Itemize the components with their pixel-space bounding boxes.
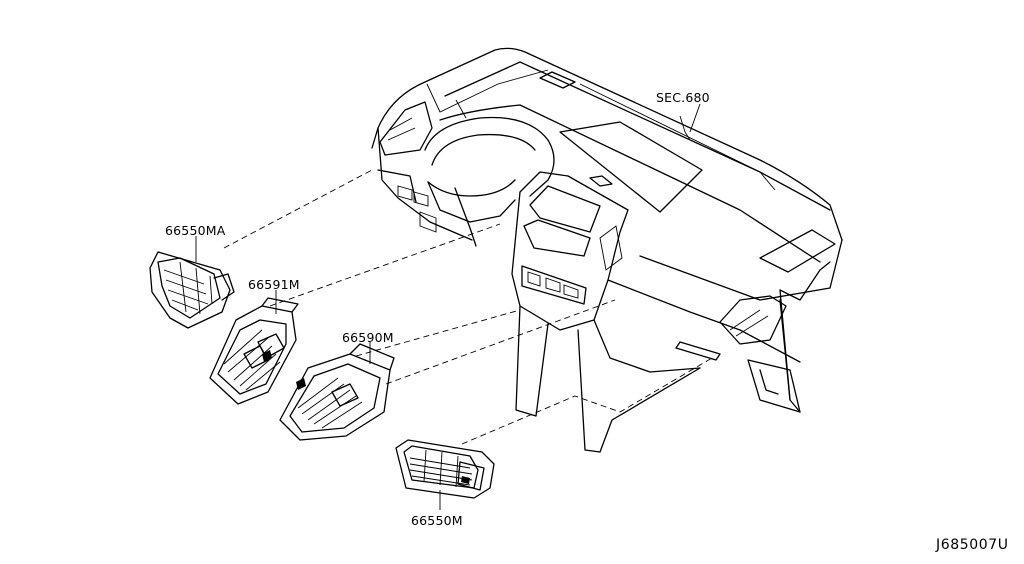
leader-lines [195, 103, 701, 510]
part-66550ma-drawing [149, 251, 235, 329]
label-66590m: 66590M [342, 330, 394, 345]
part-66550m-drawing [395, 439, 495, 499]
label-66550m: 66550M [411, 513, 463, 528]
label-66591m: 66591M [248, 277, 300, 292]
diagram-code: J685007U [936, 537, 1009, 553]
dashboard-assembly [371, 47, 843, 453]
part-66591m-drawing [209, 297, 299, 405]
label-sec-680: SEC.680 [656, 90, 710, 105]
label-66550ma: 66550MA [165, 223, 226, 238]
callout-lines [223, 169, 713, 445]
part-66590m-drawing [279, 343, 395, 441]
